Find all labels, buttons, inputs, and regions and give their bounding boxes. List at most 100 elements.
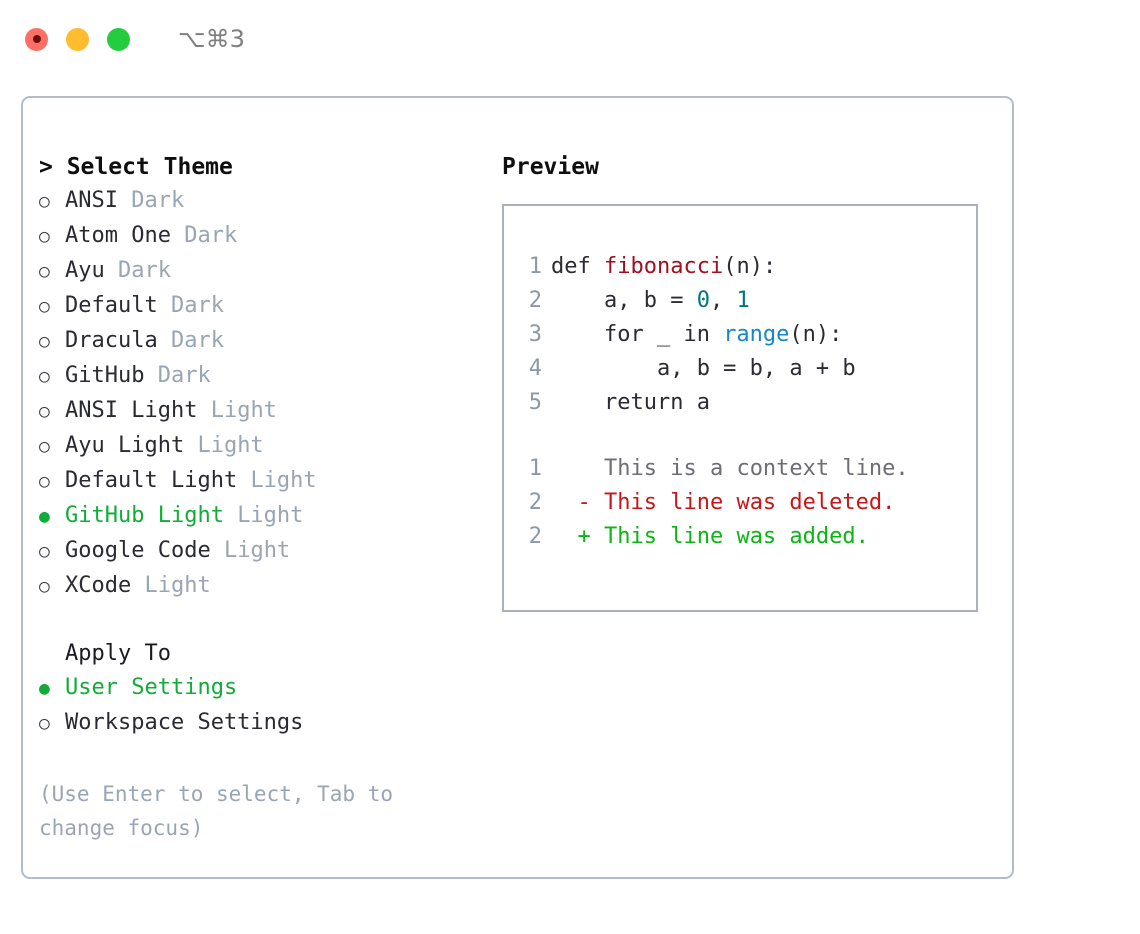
theme-kind-label: Dark xyxy=(117,258,171,283)
diff-text: This is a context line. xyxy=(590,456,909,481)
code-token: a, b = xyxy=(551,288,697,313)
theme-name-label: ANSI xyxy=(65,188,132,213)
code-token: return a xyxy=(551,390,710,415)
theme-list-item[interactable]: ○Ayu Light Light xyxy=(39,429,493,464)
theme-list-item[interactable]: ○ Default Dark xyxy=(39,289,493,324)
radio-unselected-icon: ○ xyxy=(39,366,50,387)
line-number: 2 xyxy=(528,490,542,515)
theme-name-label: Ayu Light xyxy=(65,433,198,458)
code-diff-spacer xyxy=(520,420,976,452)
theme-list[interactable]: ○ANSI Dark○Atom One Dark○Ayu Dark○Defaul… xyxy=(39,184,493,604)
theme-kind-label: Light xyxy=(237,503,304,528)
window-controls xyxy=(25,27,130,51)
radio-unselected-icon: ○ xyxy=(39,471,50,492)
theme-list-item[interactable]: ○ Dracula Dark xyxy=(39,324,493,359)
theme-name-label: Dracula xyxy=(65,328,171,353)
diff-line: 1 This is a context line. xyxy=(520,452,976,486)
theme-name-label: ANSI Light xyxy=(65,398,211,423)
close-button-icon[interactable] xyxy=(25,27,48,51)
theme-kind-label: Dark xyxy=(184,223,238,248)
preview-heading: Preview xyxy=(502,154,599,180)
theme-list-item[interactable]: ○ GitHub Dark xyxy=(39,359,493,394)
apply-to-options[interactable]: ●User Settings ○ Workspace Settings xyxy=(39,671,493,741)
code-line: 4 a, b = b, a + b xyxy=(520,352,976,386)
code-token: (n): xyxy=(723,254,777,279)
theme-selection-column: > Select Theme ○ANSI Dark○Atom One Dark○… xyxy=(23,98,493,877)
apply-to-section: Apply To ●User Settings ○ Workspace Settin… xyxy=(39,637,493,741)
theme-list-item[interactable]: ○ XCode Light xyxy=(39,569,493,604)
theme-kind-label: Light xyxy=(223,538,291,563)
code-token: range xyxy=(723,322,790,347)
theme-kind-label: Dark xyxy=(131,188,185,213)
main-panel: > Select Theme ○ANSI Dark○Atom One Dark○… xyxy=(21,96,1014,879)
apply-to-option-label: User Settings xyxy=(65,675,238,700)
line-number: 2 xyxy=(528,524,542,549)
theme-name-label: Atom One xyxy=(65,223,185,248)
theme-name-label: Ayu xyxy=(65,258,118,283)
theme-name-label: GitHub xyxy=(65,363,158,388)
radio-unselected-icon: ○ xyxy=(39,576,50,597)
theme-list-item[interactable]: ○ Default Light Light xyxy=(39,464,493,499)
theme-list-item[interactable]: ○Atom One Dark xyxy=(39,219,493,254)
theme-name-label: Default Light xyxy=(65,468,251,493)
titlebar: ⌥⌘3 xyxy=(0,0,1140,78)
select-theme-heading: > Select Theme xyxy=(39,154,233,180)
theme-name-label: GitHub Light xyxy=(65,503,238,528)
theme-kind-label: Dark xyxy=(170,293,224,318)
theme-kind-label: Light xyxy=(210,398,277,423)
keyboard-hint-text: (Use Enter to select, Tab to change focu… xyxy=(39,782,394,840)
code-line: 1 def fibonacci(n): xyxy=(520,250,976,284)
theme-kind-label: Light xyxy=(197,433,264,458)
radio-selected-icon: ● xyxy=(39,506,50,527)
maximize-button-icon[interactable] xyxy=(107,27,130,51)
theme-list-item[interactable]: ○ Ayu Dark xyxy=(39,254,493,289)
line-number: 5 xyxy=(528,390,542,415)
radio-unselected-icon: ○ xyxy=(39,713,50,734)
keyboard-shortcut-label: ⌥⌘3 xyxy=(178,25,245,53)
diff-line: 2 + This line was added. xyxy=(520,520,976,554)
apply-to-option[interactable]: ○ Workspace Settings xyxy=(39,706,493,741)
theme-name-label: Default xyxy=(65,293,171,318)
theme-kind-label: Light xyxy=(144,573,211,598)
line-number: 3 xyxy=(528,322,542,347)
radio-unselected-icon: ○ xyxy=(39,261,50,282)
minimize-button-icon[interactable] xyxy=(66,27,89,51)
code-token: a, b = b, a + b xyxy=(551,356,856,381)
diff-sign xyxy=(551,452,591,486)
theme-kind-label: Light xyxy=(250,468,317,493)
line-number: 1 xyxy=(528,254,542,279)
theme-name-label: Google Code xyxy=(65,538,224,563)
diff-text: This line was deleted. xyxy=(590,490,896,515)
code-line: 2 a, b = 0, 1 xyxy=(520,284,976,318)
radio-unselected-icon: ○ xyxy=(39,541,50,562)
radio-unselected-icon: ○ xyxy=(39,191,50,212)
apply-to-heading: Apply To xyxy=(65,641,171,666)
theme-name-label: XCode xyxy=(65,573,145,598)
code-token: fibonacci xyxy=(603,254,724,279)
theme-list-item[interactable]: ○ ANSI Dark xyxy=(39,184,493,219)
theme-list-item[interactable]: ● GitHub Light Light xyxy=(39,499,493,534)
code-token: 1 xyxy=(736,288,750,313)
line-number: 4 xyxy=(528,356,542,381)
theme-list-item[interactable]: ○ANSI Light Light xyxy=(39,394,493,429)
diff-sign: + xyxy=(551,524,591,549)
theme-kind-label: Dark xyxy=(157,363,211,388)
apply-to-option-label: Workspace Settings xyxy=(65,710,304,735)
code-token: (n): xyxy=(789,322,843,347)
code-token: def xyxy=(551,254,604,279)
code-token: 0 xyxy=(696,288,710,313)
code-token: , xyxy=(709,288,737,313)
code-line: 5 return a xyxy=(520,386,976,420)
theme-kind-label: Dark xyxy=(170,328,224,353)
radio-unselected-icon: ○ xyxy=(39,331,50,352)
apply-to-option[interactable]: ●User Settings xyxy=(39,671,493,706)
radio-unselected-icon: ○ xyxy=(39,296,50,317)
diff-sign: - xyxy=(551,490,591,515)
theme-list-item[interactable]: ○ Google Code Light xyxy=(39,534,493,569)
line-number: 2 xyxy=(528,288,542,313)
diff-text: This line was added. xyxy=(590,524,869,549)
